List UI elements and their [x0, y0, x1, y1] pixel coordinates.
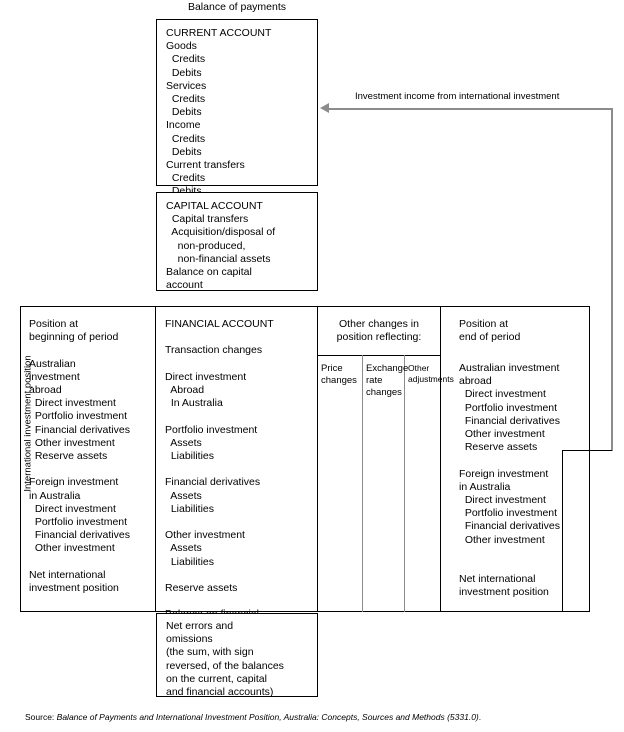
source-prefix: Source:	[25, 712, 57, 722]
current-account-box	[156, 19, 318, 186]
other-changes-header-divider	[317, 355, 440, 356]
other-adjustments-column-label: Other adjustments	[408, 363, 454, 384]
net-errors-text: Net errors and omissions (the sum, with …	[166, 620, 284, 699]
price-changes-column-label: Price changes	[321, 363, 357, 386]
position-end-connector-vertical	[562, 450, 563, 612]
column-divider-1	[155, 306, 156, 612]
investment-income-arrow-vertical	[611, 108, 613, 451]
position-end-body: Australian investment abroad Direct inve…	[459, 362, 560, 599]
financial-account-text: FINANCIAL ACCOUNT Transaction changes Di…	[165, 318, 274, 634]
current-account-text: CURRENT ACCOUNT Goods Credits Debits Ser…	[166, 27, 272, 197]
international-investment-position-row	[20, 306, 590, 612]
arrow-head-icon	[320, 103, 329, 113]
position-beginning-text: Position at beginning of period Australi…	[29, 318, 130, 595]
source-line: Source: Balance of Payments and Internat…	[25, 712, 481, 722]
investment-income-arrow-horizontal	[328, 108, 613, 110]
capital-account-text: CAPITAL ACCOUNT Capital transfers Acquis…	[166, 200, 276, 292]
other-changes-subdivider-1	[362, 355, 363, 612]
column-divider-3	[440, 306, 441, 612]
column-divider-2	[317, 306, 318, 612]
exchange-rate-changes-column-label: Exchange rate changes	[366, 363, 409, 398]
net-errors-box	[156, 613, 318, 697]
iip-side-label: International investment position	[22, 355, 34, 492]
investment-income-arrow-label: Investment income from international inv…	[355, 91, 560, 102]
position-end-connector-horizontal	[562, 450, 612, 451]
position-end-heading: Position at end of period	[459, 318, 521, 344]
capital-account-box	[156, 192, 318, 291]
source-title: Balance of Payments and International In…	[56, 712, 479, 722]
balance-of-payments-title: Balance of payments	[187, 1, 287, 13]
other-changes-subdivider-2	[404, 355, 405, 612]
other-changes-title: Other changes in position reflecting:	[336, 318, 422, 344]
source-suffix: .	[478, 712, 482, 722]
